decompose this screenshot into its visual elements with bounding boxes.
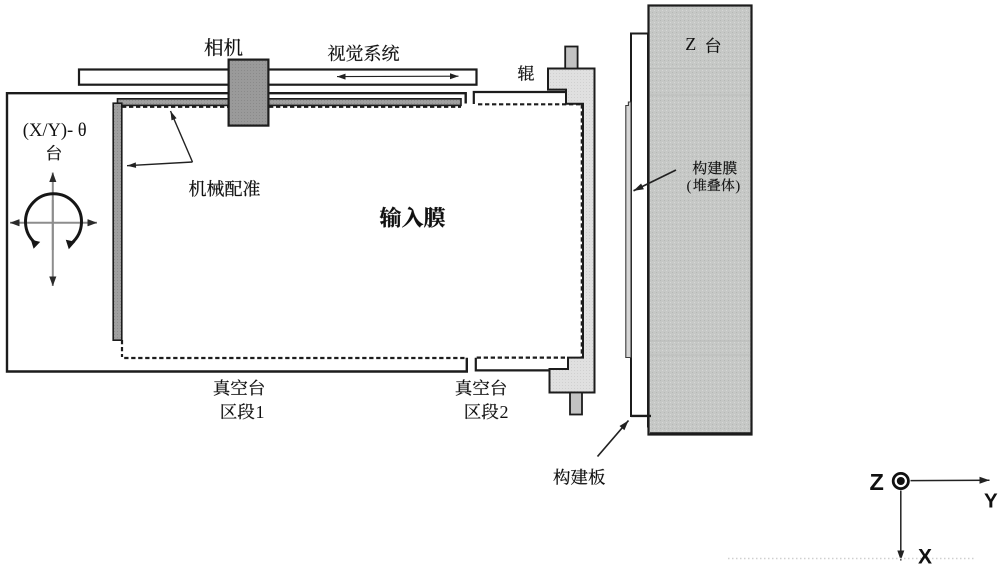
svg-text:Y: Y xyxy=(984,490,998,513)
svg-text:(: ( xyxy=(687,178,692,194)
svg-text:): ) xyxy=(735,178,740,194)
svg-text:Z: Z xyxy=(685,34,696,54)
svg-text:2: 2 xyxy=(500,402,509,422)
svg-text:Z: Z xyxy=(870,469,884,495)
svg-text:(X/Y)- θ: (X/Y)- θ xyxy=(23,121,87,141)
svg-text:1: 1 xyxy=(256,402,265,422)
svg-text:X: X xyxy=(918,545,932,568)
